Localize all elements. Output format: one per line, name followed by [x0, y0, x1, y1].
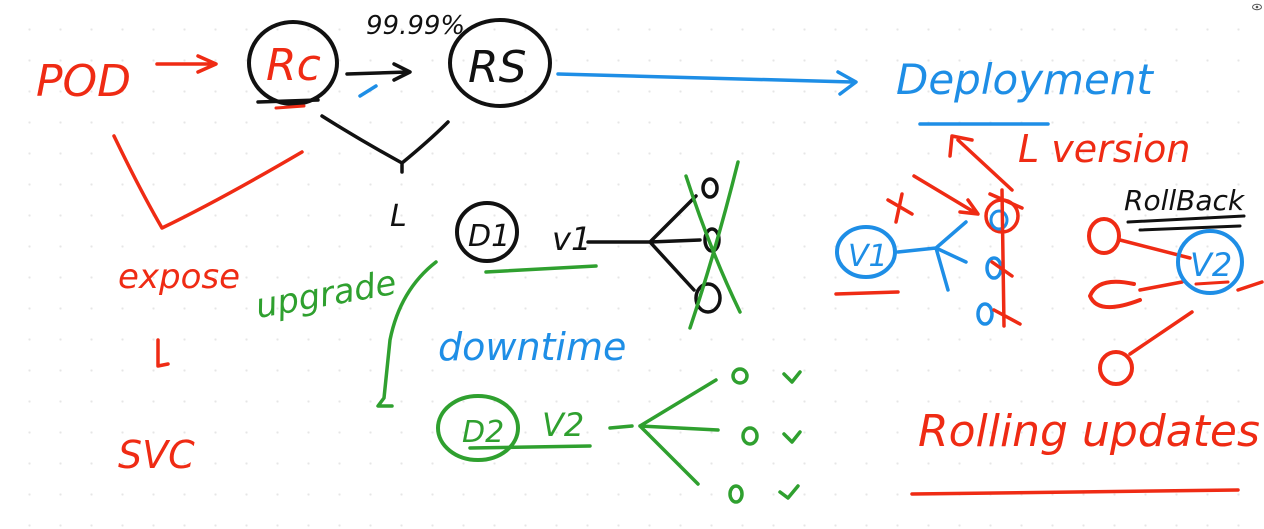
d1-line-to-pods — [586, 194, 702, 292]
arrow-pod-to-rc — [155, 54, 218, 74]
d1-label: D1 — [468, 219, 510, 254]
d2-version-label: V2 — [542, 406, 584, 444]
rollback-underline — [1126, 214, 1246, 232]
uptime-label: 99.99% — [366, 11, 465, 41]
d2-line-to-pods — [608, 378, 720, 486]
v2-red-underline — [1194, 280, 1230, 286]
v2-blue-label: V2 — [1190, 246, 1232, 284]
d1-pod-3 — [694, 282, 722, 314]
pod-label: POD — [36, 56, 131, 107]
arrow-rs-to-deployment — [556, 70, 858, 96]
d2-underline — [468, 444, 592, 450]
expose-down-mark — [156, 338, 170, 368]
v1-blue-label: V1 — [848, 239, 888, 274]
y-connector — [320, 114, 450, 174]
mid-pod-top-inner — [989, 209, 1009, 231]
small-l-label: L — [390, 199, 407, 234]
d2-circle — [436, 394, 520, 462]
red-pod-2-link — [1138, 280, 1184, 292]
d1-pod-1 — [701, 177, 719, 199]
rolling-updates-underline — [910, 488, 1240, 496]
mid-pod-red-strike — [988, 188, 1024, 328]
v1-blue-circle — [835, 225, 897, 279]
rs-label: RS — [468, 42, 527, 93]
rolling-updates-label: Rolling updates — [918, 406, 1260, 457]
upgrade-bracket — [376, 260, 438, 408]
rollback-label: RollBack — [1124, 184, 1246, 217]
rc-circle — [247, 20, 339, 106]
expose-label: expose — [118, 257, 240, 297]
d1-pods-green-cross — [684, 160, 742, 330]
red-pod-3 — [1098, 350, 1134, 386]
d2-check-2 — [782, 430, 802, 444]
red-cross-strike — [886, 192, 914, 224]
d2-check-3 — [778, 484, 800, 500]
d2-pod-2 — [741, 426, 759, 446]
rc-underline-red — [274, 104, 306, 110]
blue-tick-mark — [358, 84, 378, 98]
downtime-label: downtime — [438, 325, 626, 369]
red-pod-1 — [1087, 217, 1121, 255]
rc-label: Rc — [266, 40, 321, 91]
rs-circle — [448, 18, 552, 108]
d2-pod-1 — [731, 367, 749, 385]
svc-label: SVC — [118, 433, 195, 477]
expose-curve — [112, 134, 304, 230]
d2-label: D2 — [462, 415, 504, 450]
d1-green-underline — [484, 264, 598, 274]
v2-blue-circle — [1176, 229, 1244, 295]
v1-red-underline — [834, 290, 900, 296]
red-pod-3-link — [1128, 310, 1194, 356]
d2-check-1 — [782, 370, 802, 384]
d2-pod-3 — [728, 484, 744, 504]
version-arrow — [948, 134, 1014, 192]
red-link-right — [1236, 280, 1264, 292]
deployment-label: Deployment — [896, 55, 1154, 104]
rc-underline — [256, 98, 320, 104]
version-label: L version — [1018, 127, 1190, 171]
red-arrow-to-pod — [912, 174, 980, 216]
d1-circle — [455, 201, 519, 263]
upgrade-label: upgrade — [253, 263, 400, 327]
red-pod-2 — [1088, 279, 1142, 309]
d1-version-label: v1 — [552, 220, 591, 258]
arrow-rc-to-rs — [345, 62, 412, 82]
visibility-icon[interactable] — [1252, 2, 1262, 12]
mid-pod-bottom — [976, 302, 994, 326]
v1-branches — [896, 220, 968, 292]
